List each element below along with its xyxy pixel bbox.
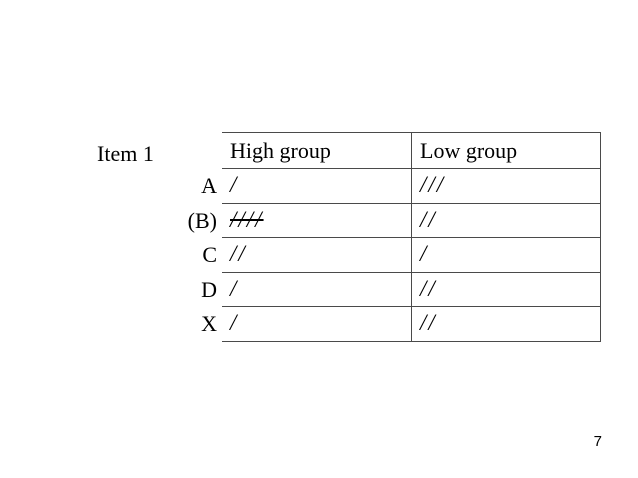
table-row-c: C // / (93, 238, 601, 273)
tally-marks: / (230, 275, 239, 301)
tally-marks: // (420, 275, 437, 301)
high-group-cell: / (222, 272, 412, 307)
high-group-cell: / (222, 307, 412, 342)
high-group-cell: //// (222, 203, 412, 238)
page-number: 7 (593, 433, 602, 450)
tally-marks: / (230, 172, 239, 198)
low-group-cell: /// (412, 169, 601, 204)
tally-marks: / (230, 310, 239, 336)
tally-marks: // (420, 310, 437, 336)
table-row-d: D / // (93, 272, 601, 307)
row-label: C (202, 242, 217, 268)
row-label: (B) (187, 207, 217, 233)
high-group-cell: / (222, 169, 412, 204)
row-label-spacer (93, 132, 222, 169)
column-header-low-group: Low group (412, 132, 601, 169)
table-row-a: A / /// (93, 169, 601, 204)
low-group-cell: / (412, 238, 601, 273)
high-group-cell: // (222, 238, 412, 273)
tally-marks: // (420, 206, 437, 232)
row-label: A (201, 173, 217, 199)
low-group-cell: // (412, 272, 601, 307)
column-header-high-group: High group (222, 132, 412, 169)
low-group-cell: // (412, 203, 601, 238)
item-label: Item 1 (97, 141, 154, 166)
table-header-row: High group Low group (93, 132, 601, 169)
tally-marks: /// (420, 172, 446, 198)
tally-table: High group Low group A / /// (B) //// //… (93, 132, 601, 342)
table-row-b: (B) //// // (93, 203, 601, 238)
tally-marks: //// (230, 206, 264, 232)
tally-marks: // (230, 241, 247, 267)
table-row-x: X / // (93, 307, 601, 342)
row-label: X (201, 311, 217, 337)
row-label: D (201, 276, 217, 302)
tally-marks: / (420, 241, 429, 267)
low-group-cell: // (412, 307, 601, 342)
